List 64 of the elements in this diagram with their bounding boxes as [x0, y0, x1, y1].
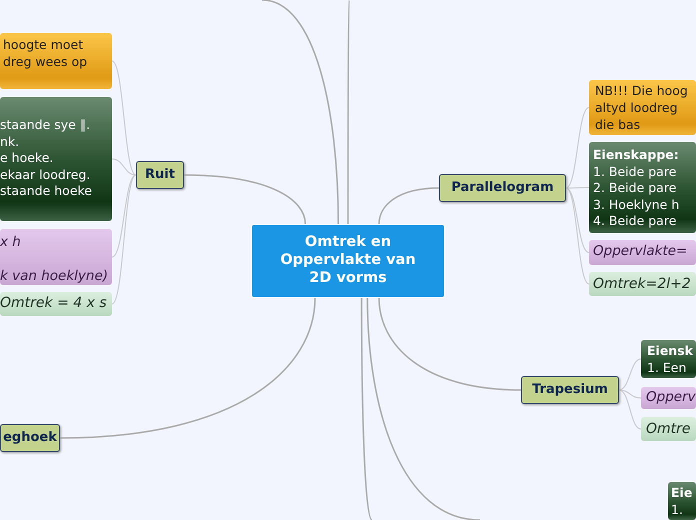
node-text: Parallelogram: [450, 179, 555, 197]
connector-line: [566, 188, 590, 284]
node-text: 2. Beide pare: [593, 180, 678, 196]
connector-line: [566, 107, 590, 188]
branch-line: [262, 0, 340, 224]
branch-line: [378, 298, 522, 391]
node-text: Oppervlakte=: [593, 243, 688, 260]
branch-line: [366, 298, 480, 520]
node-text: Omtrek = 4 x s: [0, 294, 108, 313]
node-text: nk.: [0, 134, 20, 150]
node-text: hoogte moet dreg wees op: [3, 36, 88, 70]
connector-line: [112, 174, 136, 304]
connector-line: [618, 358, 642, 390]
connector-line: [112, 60, 136, 176]
node-text: Omtre: [646, 420, 692, 439]
area-formula-box: [589, 240, 696, 265]
branch-line: [378, 187, 440, 224]
properties-box: [0, 97, 112, 221]
central-topic: [251, 224, 445, 298]
connector-line: [618, 390, 642, 430]
properties-box: [668, 482, 696, 520]
node-text: Trapesium: [531, 381, 609, 399]
note-box: [589, 80, 696, 135]
node-text: x h: [0, 234, 22, 251]
topic-box: [136, 161, 184, 189]
properties-box: [589, 142, 696, 233]
heading-text: Eiensk: [647, 343, 694, 360]
node-text: Opperv: [646, 389, 696, 406]
topic-box: [0, 424, 60, 452]
branch-line: [60, 298, 316, 439]
connector-line: [618, 390, 642, 398]
connector-line: [112, 174, 136, 258]
perimeter-formula-box: [0, 292, 112, 316]
perimeter-formula-box: [641, 417, 696, 441]
connector-line: [112, 158, 136, 176]
node-text: staande sye ∥.: [0, 117, 92, 134]
heading-text: Eienskappe:: [593, 147, 680, 164]
branch-line: [347, 0, 350, 224]
node-text: e hoeke.: [0, 150, 54, 166]
node-text: 1. Beide pare: [593, 164, 678, 180]
node-text: 4. Beide pare: [593, 213, 678, 230]
properties-box: [641, 340, 696, 378]
branch-line: [184, 174, 306, 224]
node-text: 3. Hoeklyne h: [593, 196, 680, 213]
node-text: staande hoeke: [0, 183, 93, 200]
note-box: [0, 33, 112, 89]
node-text: Ruit: [144, 166, 176, 184]
topic-box: [521, 376, 619, 404]
heading-text: Eie: [671, 485, 694, 502]
area-formula-box: [0, 229, 112, 285]
branch-line: [360, 298, 373, 520]
node-text: k van hoeklyne): [0, 268, 110, 285]
connector-line: [566, 187, 590, 188]
node-text: Omtrek en Oppervlakte van 2D vorms: [279, 233, 417, 287]
node-text: ekaar loodreg.: [0, 166, 92, 183]
connector-line: [566, 188, 590, 253]
node-text: NB!!! Die hoog altyd loodreg die bas: [595, 82, 689, 133]
area-formula-box: [641, 387, 696, 409]
node-text: eghoek: [2, 429, 58, 447]
perimeter-formula-box: [589, 272, 696, 296]
node-text: Omtrek=2l+2: [593, 275, 692, 294]
node-text: 1. Een: [647, 360, 688, 376]
node-text: 1.: [671, 502, 684, 518]
topic-box: [439, 174, 566, 202]
